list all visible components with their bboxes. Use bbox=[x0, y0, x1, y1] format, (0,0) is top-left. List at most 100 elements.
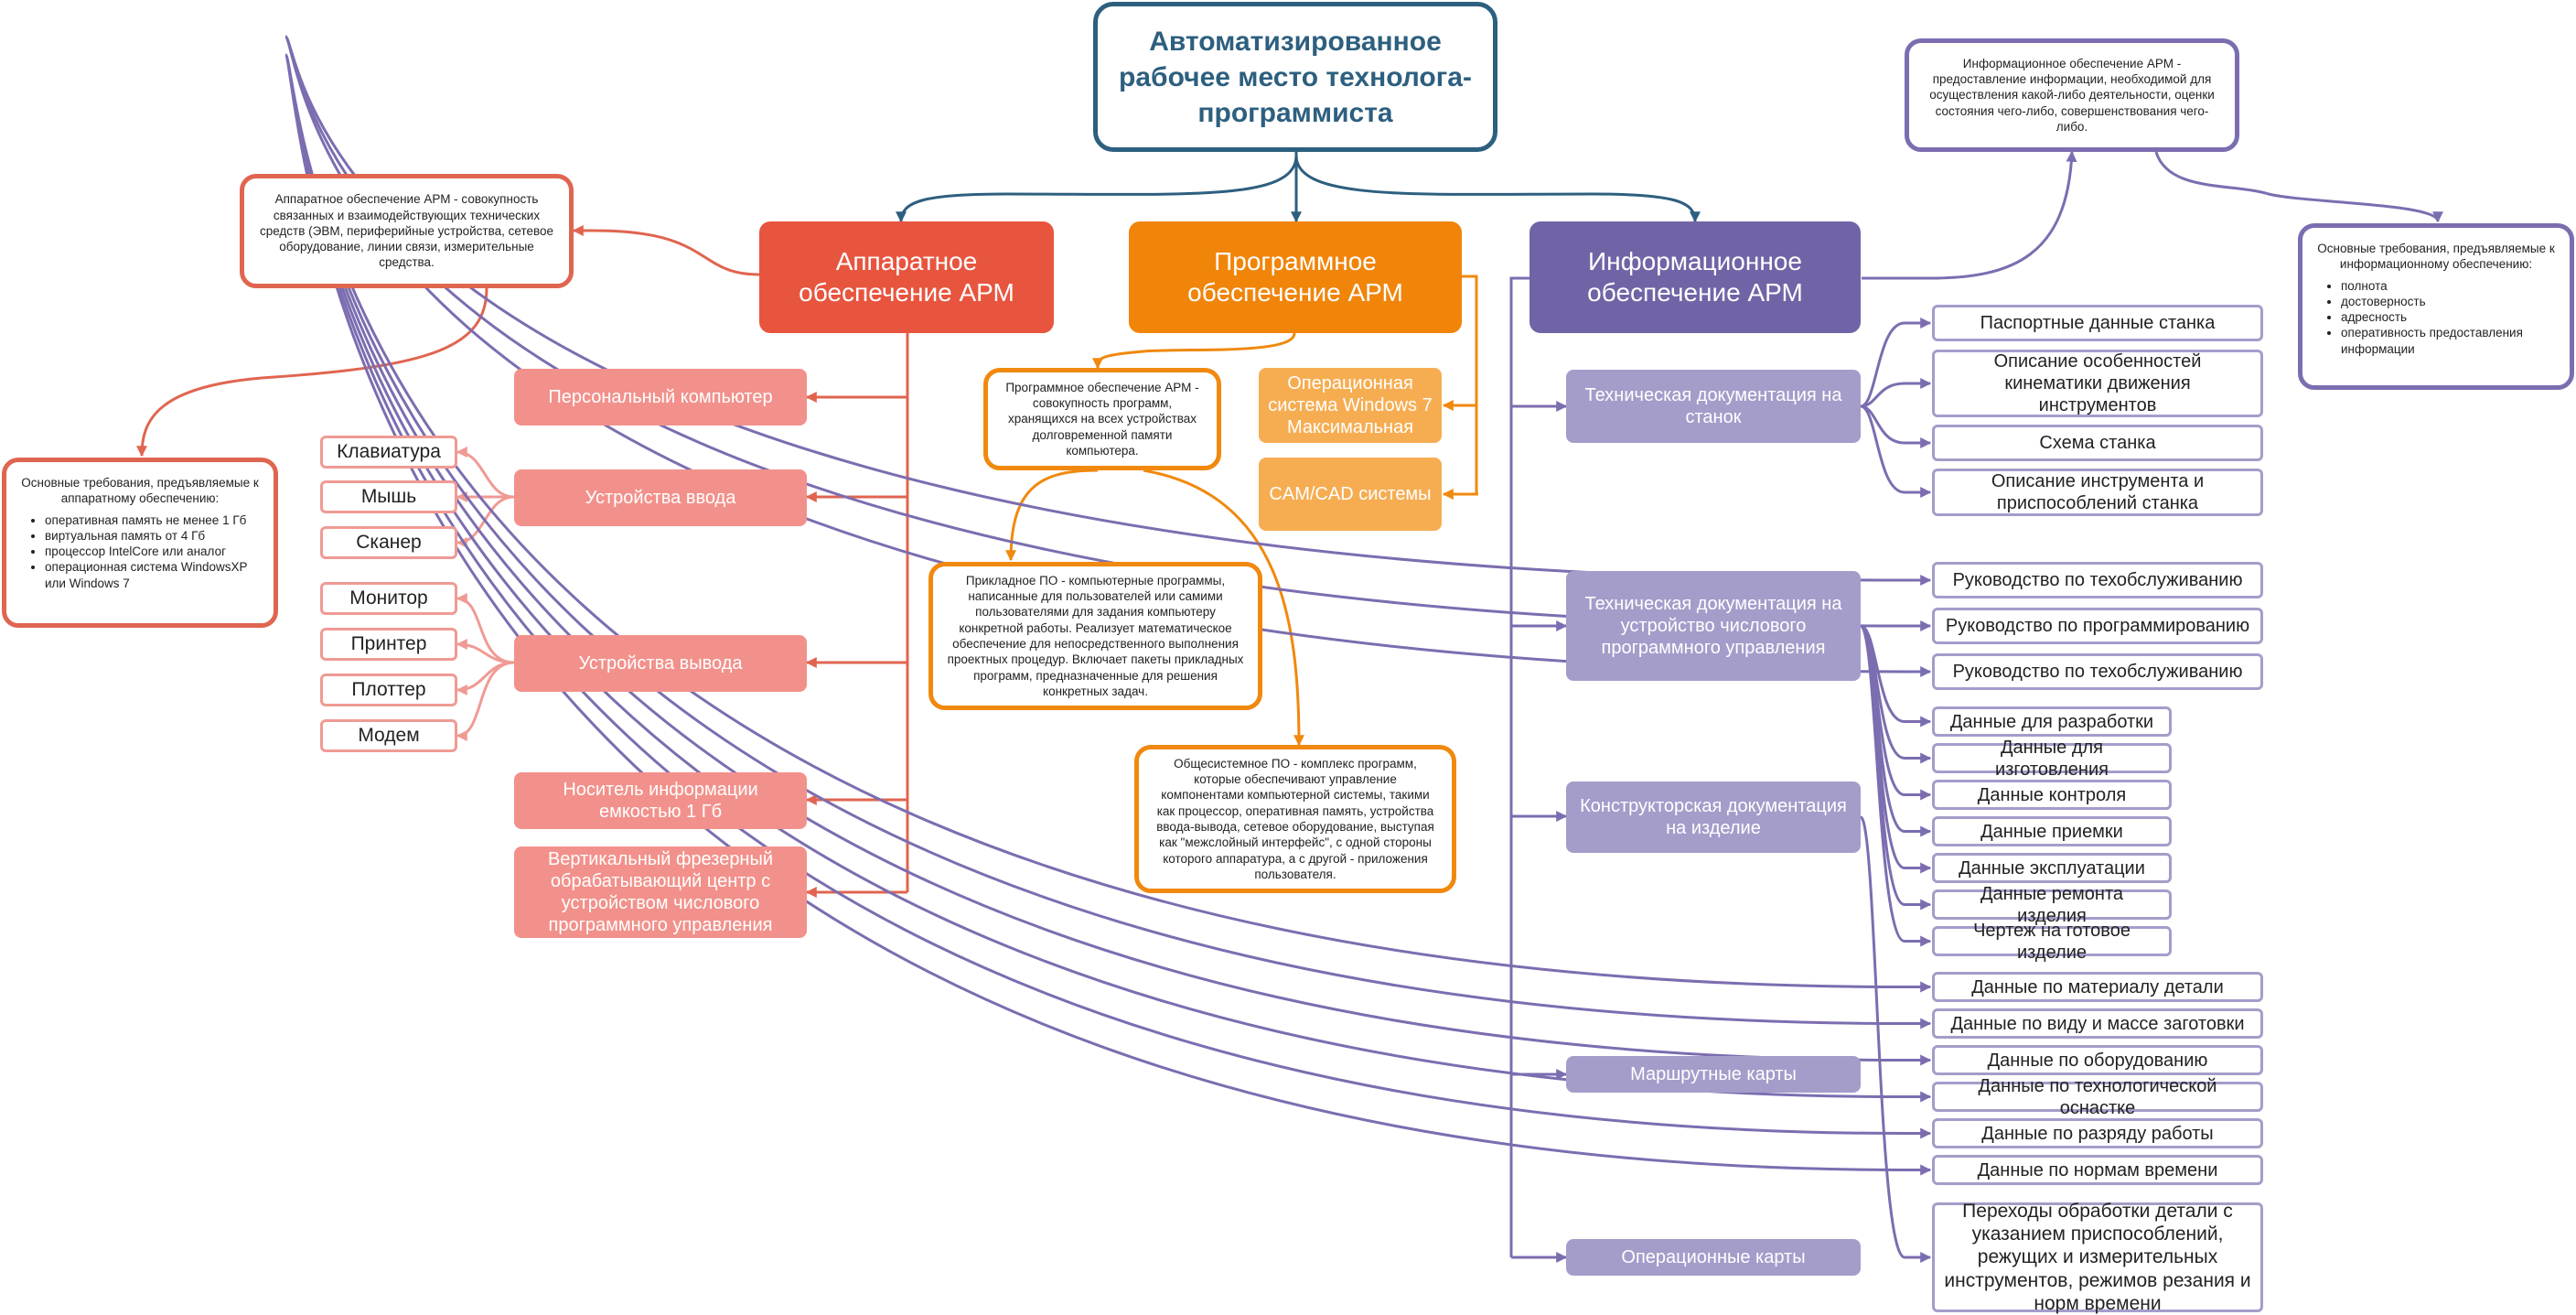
info-item: Данные по виду и массе заготовки bbox=[1932, 1008, 2263, 1039]
info-group-label: Техническая документация на станок bbox=[1584, 385, 1842, 427]
info-item: Руководство по программированию bbox=[1932, 608, 2263, 644]
info-item: Данные контроля bbox=[1932, 780, 2172, 810]
hardware-requirement-item: операционная система WindowsXP или Windo… bbox=[45, 559, 261, 591]
main-title: Автоматизированное рабочее место техноло… bbox=[1119, 26, 1472, 128]
hardware-requirement-item: оперативная память не менее 1 Гб bbox=[45, 512, 261, 528]
information-requirements-list: полнота достоверность адресность операти… bbox=[2315, 278, 2557, 357]
software-item-windows7: Операционная система Windows 7 Максималь… bbox=[1259, 368, 1442, 443]
hardware-requirements-title: Основные требования, предъявляемые к апп… bbox=[21, 476, 259, 506]
output-device-plotter: Плоттер bbox=[320, 674, 457, 706]
information-definition: Информационное обеспечение АРМ - предост… bbox=[1929, 56, 2215, 134]
software-definition-note: Программное обеспечение АРМ - совокупнос… bbox=[983, 368, 1221, 470]
information-requirement-item: оперативность предоставления информации bbox=[2341, 325, 2557, 357]
info-item: Паспортные данные станка bbox=[1932, 305, 2263, 341]
info-item-label: Данные по виду и массе заготовки bbox=[1950, 1013, 2245, 1034]
info-connector bbox=[1859, 624, 1932, 947]
info-group-operation-cards: Операционные карты bbox=[1566, 1239, 1861, 1276]
info-item: Руководство по техобслуживанию bbox=[1932, 562, 2263, 598]
info-item: Описание инструмента и приспособлений ст… bbox=[1932, 469, 2263, 516]
info-item-label: Схема станка bbox=[2039, 433, 2156, 453]
info-item-label: Руководство по программированию bbox=[1945, 616, 2250, 636]
information-requirement-item: достоверность bbox=[2341, 294, 2557, 309]
hardware-item-label: Носитель информации емкостью 1 Гб bbox=[563, 780, 758, 822]
info-item: Данные по оборудованию bbox=[1932, 1045, 2263, 1075]
info-group-design-docs: Конструкторская документация на изделие bbox=[1566, 781, 1861, 853]
info-item-label: Данные по материалу детали bbox=[1971, 976, 2224, 997]
info-item: Чертеж на готовое изделие bbox=[1932, 921, 2172, 963]
info-item-label: Данные приемки bbox=[1980, 821, 2123, 842]
info-group-cnc-docs: Техническая документация на устройство ч… bbox=[1566, 571, 1861, 681]
info-group-route-cards: Маршрутные карты bbox=[1566, 1056, 1861, 1093]
information-definition-note: Информационное обеспечение АРМ - предост… bbox=[1905, 38, 2239, 152]
output-device-label: Монитор bbox=[349, 587, 428, 609]
info-item: Данные приемки bbox=[1932, 816, 2172, 846]
info-item-label: Данные по разряду работы bbox=[1981, 1123, 2214, 1144]
input-device-keyboard: Клавиатура bbox=[320, 436, 457, 469]
software-item-label: CAM/CAD системы bbox=[1269, 484, 1432, 504]
info-group-label: Техническая документация на устройство ч… bbox=[1584, 594, 1842, 658]
info-item: Данные для разработки bbox=[1932, 706, 2172, 737]
information-category-node: Информационное обеспечение АРМ bbox=[1530, 221, 1861, 333]
input-device-label: Сканер bbox=[356, 532, 422, 554]
info-item-label: Данные по нормам времени bbox=[1977, 1159, 2218, 1180]
hardware-item-label: Вертикальный фрезерный обрабатывающий це… bbox=[547, 849, 774, 935]
hardware-definition-note: Аппаратное обеспечение АРМ - совокупност… bbox=[240, 174, 574, 288]
info-connector bbox=[1860, 404, 1932, 498]
software-item-cam-cad: CAM/CAD системы bbox=[1259, 458, 1442, 531]
info-item-label: Руководство по техобслуживанию bbox=[1952, 662, 2243, 682]
info-item: Данные по технологической оснастке bbox=[1932, 1076, 2263, 1118]
information-requirement-item: полнота bbox=[2341, 278, 2557, 294]
hardware-item-output-devices: Устройства вывода bbox=[514, 635, 807, 692]
output-device-monitor: Монитор bbox=[320, 582, 457, 615]
hardware-requirements-note: Основные требования, предъявляемые к апп… bbox=[2, 458, 278, 628]
hardware-item-storage: Носитель информации емкостью 1 Гб bbox=[514, 772, 807, 829]
info-connector bbox=[1860, 624, 1932, 801]
output-device-modem: Модем bbox=[320, 719, 457, 752]
info-item: Данные для изготовления bbox=[1932, 738, 2172, 780]
info-item-label: Данные для изготовления bbox=[1995, 737, 2109, 780]
info-connector bbox=[284, 35, 1932, 677]
applied-software-note: Прикладное ПО - компьютерные программы, … bbox=[928, 562, 1262, 710]
info-item-label: Описание инструмента и приспособлений ст… bbox=[1991, 471, 2205, 513]
hardware-item-label: Устройства вывода bbox=[578, 653, 743, 674]
system-software-note: Общесистемное ПО - комплекс программ, ко… bbox=[1134, 745, 1456, 893]
system-software-text: Общесистемное ПО - комплекс программ, ко… bbox=[1156, 756, 1434, 881]
info-item-label: Данные эксплуатации bbox=[1959, 857, 2145, 878]
information-requirements-title: Основные требования, предъявляемые к инф… bbox=[2317, 242, 2555, 272]
hardware-requirement-item: виртуальная память от 4 Гб bbox=[45, 528, 261, 544]
output-device-label: Принтер bbox=[350, 633, 427, 655]
info-connector bbox=[1859, 815, 1932, 1263]
info-connector bbox=[1860, 378, 1932, 408]
hardware-item-pc: Персональный компьютер bbox=[514, 369, 807, 426]
main-title-node: Автоматизированное рабочее место техноло… bbox=[1093, 2, 1497, 152]
info-item-label: Данные по технологической оснастке bbox=[1978, 1075, 2217, 1118]
info-group-label: Операционные карты bbox=[1621, 1247, 1806, 1267]
info-item: Данные ремонта изделия bbox=[1932, 884, 2172, 926]
input-device-scanner: Сканер bbox=[320, 526, 457, 559]
info-item-label: Переходы обработки детали с указанием пр… bbox=[1944, 1201, 2251, 1314]
info-item: Описание особенностей кинематики движени… bbox=[1932, 350, 2263, 417]
software-definition: Программное обеспечение АРМ - совокупнос… bbox=[1005, 380, 1199, 458]
information-requirements-note: Основные требования, предъявляемые к инф… bbox=[2298, 223, 2574, 390]
info-connector bbox=[284, 53, 1932, 1176]
info-connector bbox=[1860, 318, 1932, 408]
hardware-requirement-item: процессор IntelCore или аналог bbox=[45, 544, 261, 559]
information-title: Информационное обеспечение АРМ bbox=[1587, 247, 1803, 307]
hardware-item-label: Устройства ввода bbox=[585, 488, 736, 508]
software-title: Программное обеспечение АРМ bbox=[1187, 247, 1403, 307]
info-item: Данные по материалу детали bbox=[1932, 972, 2263, 1002]
info-item: Схема станка bbox=[1932, 425, 2263, 461]
applied-software-text: Прикладное ПО - компьютерные программы, … bbox=[947, 573, 1244, 698]
input-device-label: Клавиатура bbox=[337, 441, 441, 463]
hardware-item-milling-center: Вертикальный фрезерный обрабатывающий це… bbox=[514, 846, 807, 938]
output-device-label: Модем bbox=[358, 725, 420, 747]
software-category-node: Программное обеспечение АРМ bbox=[1129, 221, 1462, 333]
software-item-label: Операционная система Windows 7 Максималь… bbox=[1268, 373, 1433, 437]
info-group-label: Конструкторская документация на изделие bbox=[1580, 796, 1847, 838]
hardware-category-node: Аппаратное обеспечение АРМ bbox=[759, 221, 1054, 333]
info-item: Данные по разряду работы bbox=[1932, 1118, 2263, 1148]
input-device-mouse: Мышь bbox=[320, 480, 457, 513]
hardware-item-input-devices: Устройства ввода bbox=[514, 469, 807, 526]
info-item-label: Чертеж на готовое изделие bbox=[1973, 920, 2131, 963]
